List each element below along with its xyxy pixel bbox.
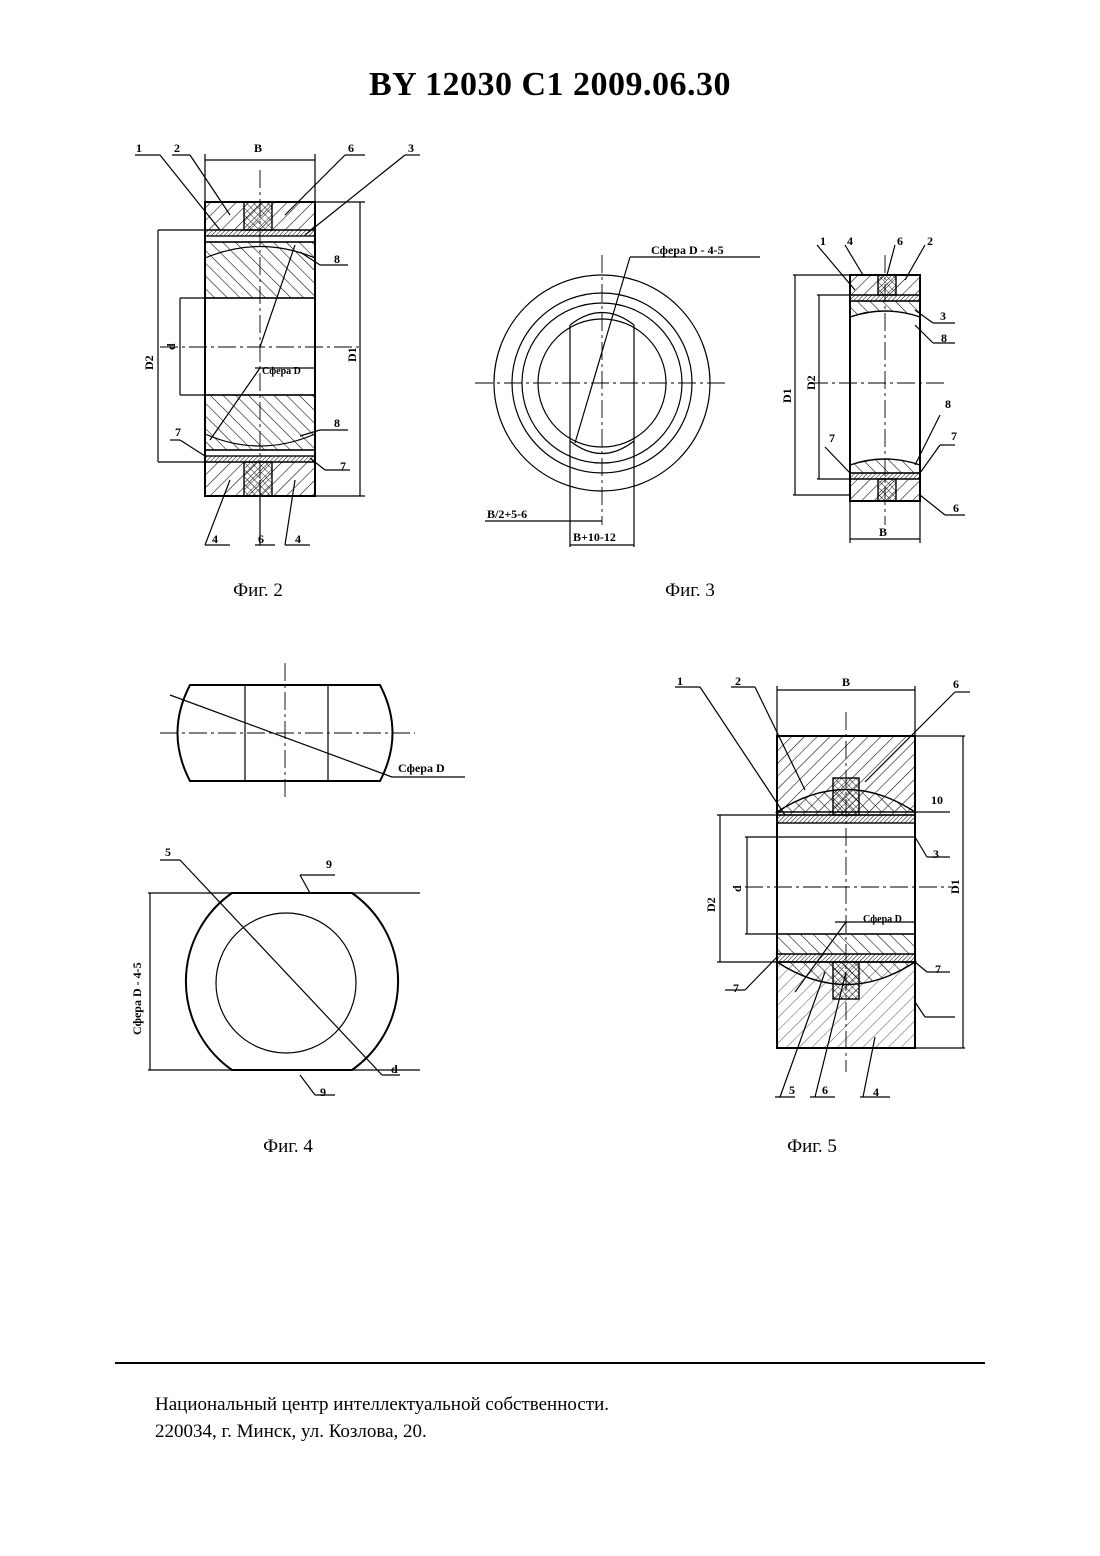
label-7: 7 bbox=[175, 425, 181, 439]
label-dim1: B/2+5-6 bbox=[487, 507, 527, 521]
label-d: d bbox=[164, 343, 178, 350]
label-d2: D2 bbox=[804, 375, 818, 390]
figure-5-drawing: 1 2 B 6 10 3 7 7 Сфера D 5 6 4 D2 d D1 bbox=[665, 672, 975, 1110]
caption-fig4: Фиг. 4 bbox=[208, 1136, 368, 1158]
figure-4-drawing: Сфера D 5 9 9 d Сфера D - 4-5 bbox=[120, 655, 480, 1110]
label-sphere: Сфера D bbox=[262, 366, 301, 377]
caption-fig5: Фиг. 5 bbox=[732, 1136, 892, 1158]
label-sphere-dim: Сфера D - 4-5 bbox=[130, 962, 144, 1035]
label-5: 5 bbox=[165, 845, 171, 859]
label-sphere-d: Сфера D - 4-5 bbox=[651, 243, 724, 257]
label-d1: D1 bbox=[780, 388, 794, 403]
label-7b: 7 bbox=[733, 981, 739, 995]
label-2: 2 bbox=[927, 234, 933, 248]
label-b: B bbox=[879, 525, 887, 539]
caption-fig3: Фиг. 3 bbox=[610, 580, 770, 602]
caption-fig2: Фиг. 2 bbox=[178, 580, 338, 602]
figure-5: 1 2 B 6 10 3 7 7 Сфера D 5 6 4 D2 d D1 bbox=[665, 672, 975, 1110]
label-7b: 7 bbox=[829, 431, 835, 445]
label-2: 2 bbox=[174, 141, 180, 155]
label-sphere: Сфера D bbox=[863, 914, 902, 925]
label-1: 1 bbox=[136, 141, 142, 155]
label-d1: D1 bbox=[948, 879, 962, 894]
label-7: 7 bbox=[951, 429, 957, 443]
label-3: 3 bbox=[933, 847, 939, 861]
label-8: 8 bbox=[941, 331, 947, 345]
label-d1: D1 bbox=[345, 347, 359, 362]
label-b: B bbox=[842, 675, 850, 689]
label-6: 6 bbox=[348, 141, 354, 155]
figure-2-drawing: 1 2 B 6 3 8 8 7 7 Сфера D 4 6 4 D2 d D1 bbox=[120, 140, 430, 560]
label-8b: 8 bbox=[945, 397, 951, 411]
label-dim2: B+10-12 bbox=[573, 530, 616, 544]
label-5: 5 bbox=[789, 1083, 795, 1097]
figure-3-drawing: Сфера D - 4-5 B/2+5-6 B+10-12 bbox=[475, 225, 980, 555]
figure-4: Сфера D 5 9 9 d Сфера D - 4-5 bbox=[120, 655, 480, 1110]
footer-divider bbox=[115, 1362, 985, 1364]
label-8b: 8 bbox=[334, 416, 340, 430]
label-sphere-top: Сфера D bbox=[398, 761, 445, 775]
label-7: 7 bbox=[935, 962, 941, 976]
figure-3: Сфера D - 4-5 B/2+5-6 B+10-12 bbox=[475, 225, 980, 555]
label-3: 3 bbox=[940, 309, 946, 323]
label-b: B bbox=[254, 141, 262, 155]
label-9b: 9 bbox=[320, 1085, 326, 1099]
label-4: 4 bbox=[212, 532, 218, 546]
label-d: d bbox=[391, 1062, 398, 1076]
label-6b: 6 bbox=[258, 532, 264, 546]
footer-address: 220034, г. Минск, ул. Козлова, 20. bbox=[155, 1421, 427, 1443]
label-7b: 7 bbox=[340, 459, 346, 473]
figure-3-side-view: 1 4 6 2 3 8 8 7 7 6 B D1 D2 bbox=[780, 234, 965, 543]
footer-organization: Национальный центр интеллектуальной собс… bbox=[155, 1394, 609, 1416]
label-d2: D2 bbox=[142, 355, 156, 370]
label-1: 1 bbox=[677, 674, 683, 688]
label-d: d bbox=[730, 885, 744, 892]
label-4b: 4 bbox=[295, 532, 301, 546]
label-6: 6 bbox=[953, 677, 959, 691]
label-4: 4 bbox=[873, 1085, 879, 1099]
label-6: 6 bbox=[897, 234, 903, 248]
label-2: 2 bbox=[735, 674, 741, 688]
document-title: BY 12030 C1 2009.06.30 bbox=[0, 66, 1100, 104]
label-10: 10 bbox=[931, 793, 943, 807]
label-9: 9 bbox=[326, 857, 332, 871]
label-4: 4 bbox=[847, 234, 853, 248]
label-3: 3 bbox=[408, 141, 414, 155]
label-6b: 6 bbox=[953, 501, 959, 515]
figure-2: 1 2 B 6 3 8 8 7 7 Сфера D 4 6 4 D2 d D1 bbox=[120, 140, 430, 560]
label-6b: 6 bbox=[822, 1083, 828, 1097]
label-8: 8 bbox=[334, 252, 340, 266]
label-1: 1 bbox=[820, 234, 826, 248]
label-d2: D2 bbox=[704, 897, 718, 912]
